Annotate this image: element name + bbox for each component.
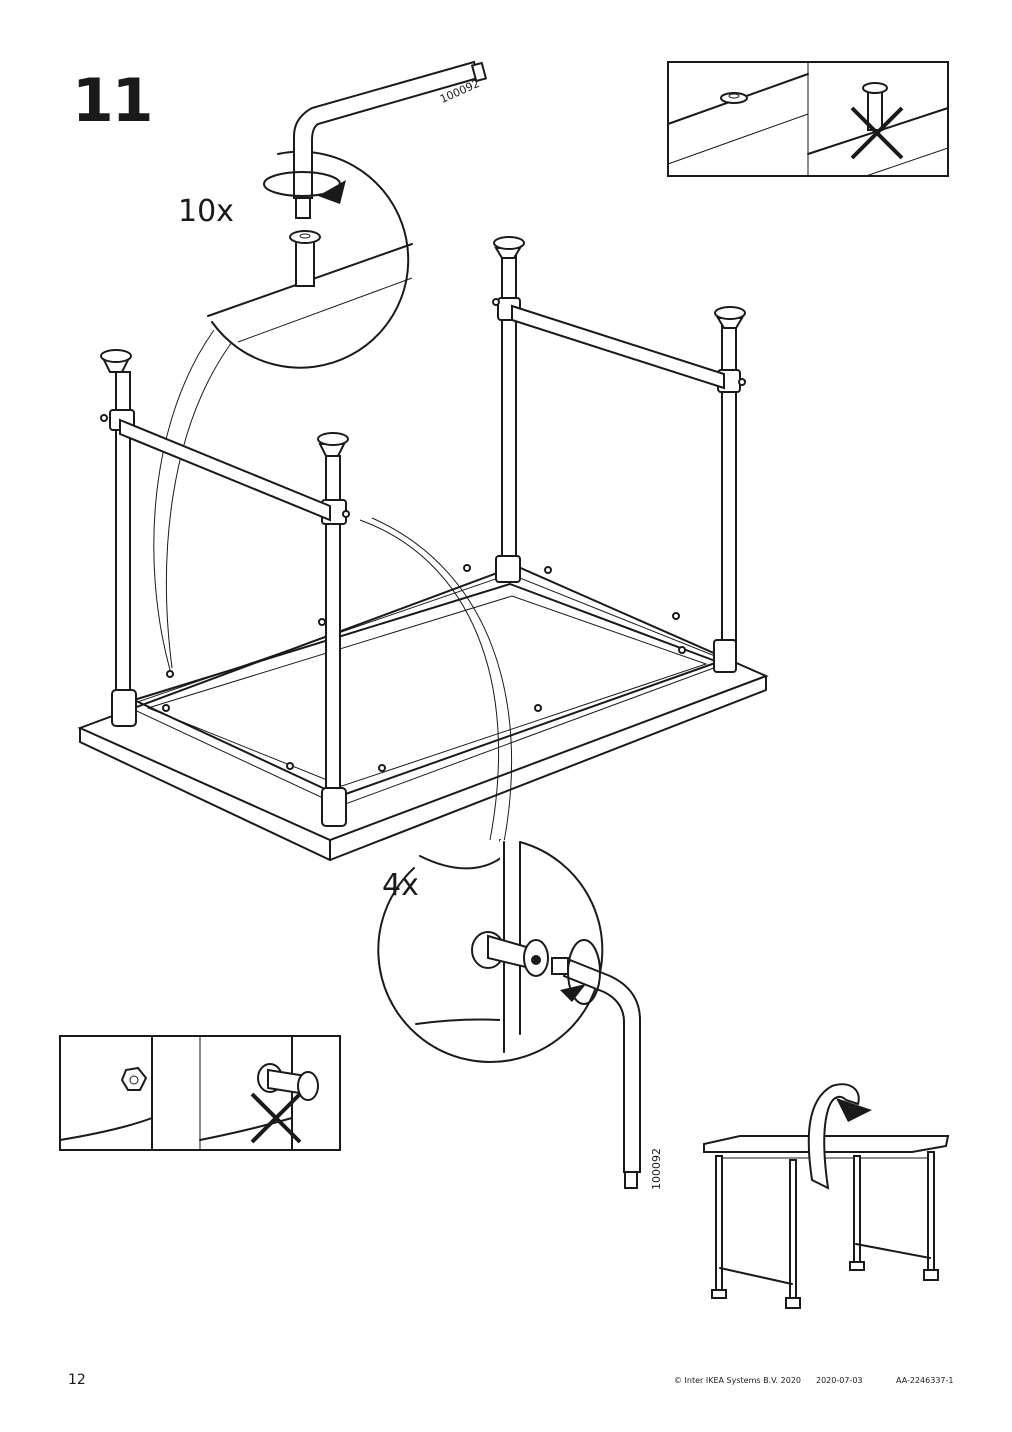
- page-number: 12: [68, 1372, 86, 1388]
- copyright-text: © Inter IKEA Systems B.V. 2020: [674, 1376, 801, 1385]
- step-number: 11: [72, 66, 153, 136]
- table-leg-right-back: [492, 236, 525, 583]
- upright-table-preview: [703, 1083, 950, 1309]
- flip-arrow-icon: [807, 1083, 872, 1190]
- table-leg-left-back: [100, 349, 137, 727]
- allen-key-icon: [293, 60, 488, 219]
- allen-key-part-number: 100092: [650, 1148, 663, 1190]
- bolt-quantity-label: 4x: [382, 868, 419, 903]
- table-top: [77, 564, 769, 861]
- crossbar-left: [119, 418, 331, 522]
- rotate-arrow-icon: [560, 939, 601, 1005]
- frame-screws: [162, 564, 686, 772]
- screw-quantity-label: 10x: [178, 194, 234, 229]
- rotate-arrow-icon: [263, 171, 346, 204]
- table-leg-right-front: [713, 306, 746, 673]
- allen-key-icon: [551, 957, 641, 1189]
- crossbar-right: [511, 304, 725, 390]
- cross-mark-icon: [250, 1092, 302, 1144]
- screw-zoom-circle: [153, 150, 413, 671]
- screw-flush-detail-box: [667, 61, 949, 177]
- document-date: 2020-07-03: [816, 1376, 863, 1385]
- document-id: AA-2246337-1: [896, 1376, 954, 1385]
- bolt-zoom-circle: [377, 839, 604, 1063]
- table-leg-left-front: [317, 432, 350, 827]
- bolt-position-detail-box: [59, 1035, 341, 1151]
- cross-mark-icon: [850, 106, 904, 160]
